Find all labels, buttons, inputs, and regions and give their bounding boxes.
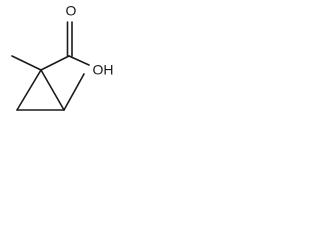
chemical-structure: O OH — [11, 3, 114, 111]
bond-cyclopropane-top-left — [16, 69, 42, 111]
bond-carboxyl-hydroxyl — [68, 55, 90, 66]
bond-ring-methyl — [63, 73, 85, 111]
bond-carboxyl-carbon — [40, 55, 70, 71]
bond-cyclopropane-top-right — [40, 69, 65, 111]
bond-quaternary-methyl — [11, 55, 42, 71]
carbonyl-oxygen-label: O — [66, 3, 77, 19]
hydroxyl-label: OH — [93, 62, 114, 78]
